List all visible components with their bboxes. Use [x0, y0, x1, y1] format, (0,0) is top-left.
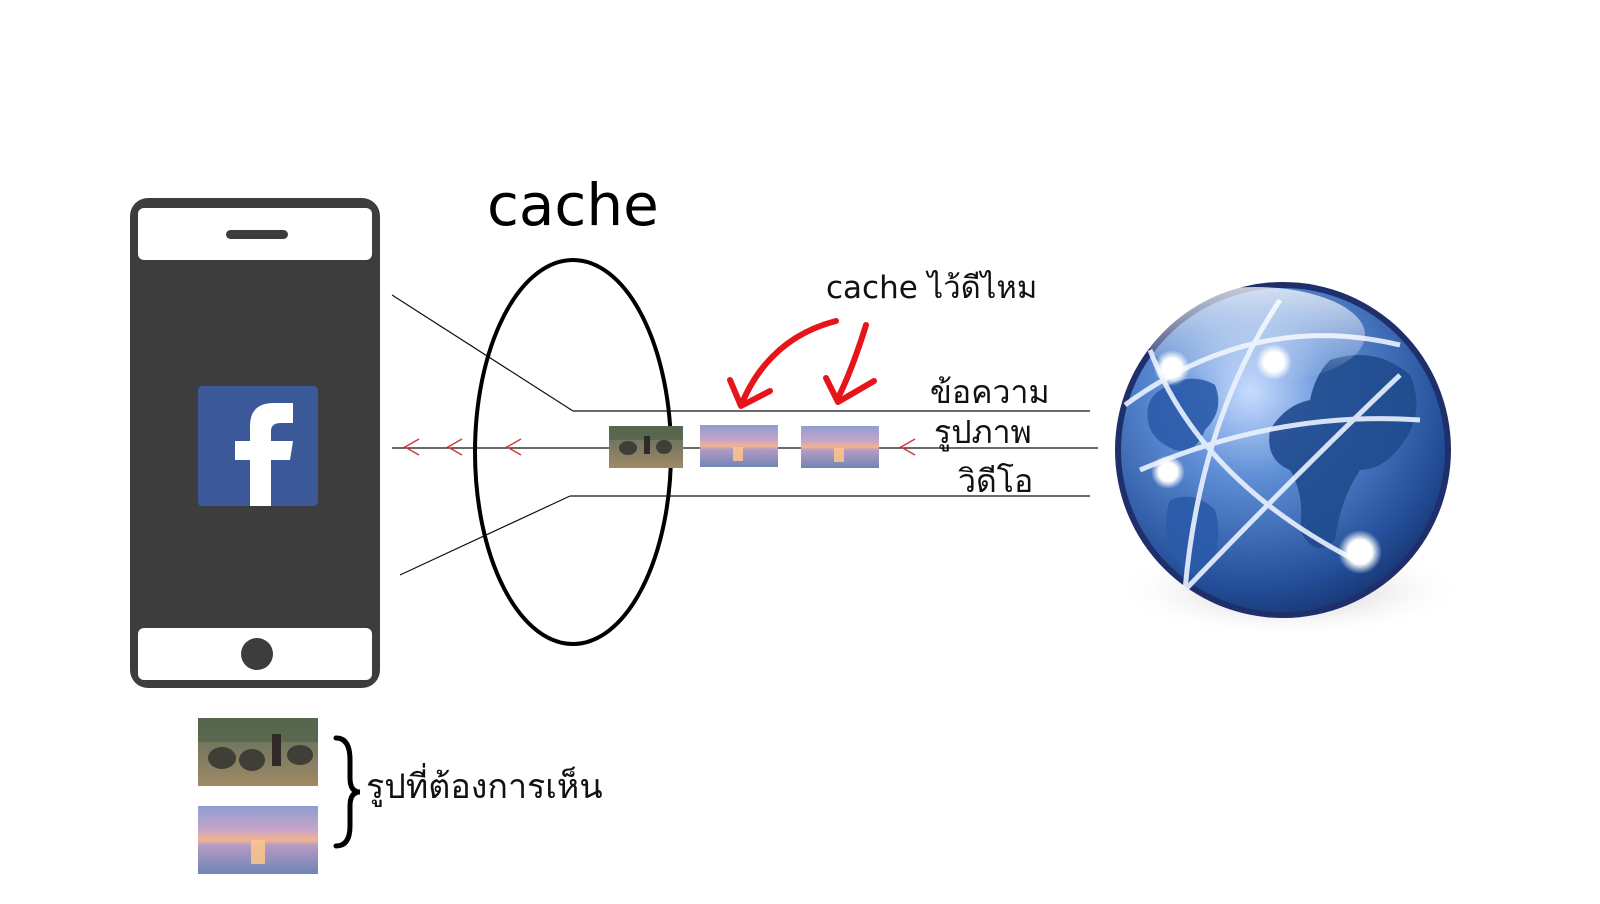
flow-arrow-icon — [505, 438, 522, 456]
sunset-sea-thumbnail — [700, 425, 778, 467]
dinosaur-scene-thumbnail — [198, 718, 318, 786]
flow-arrows — [403, 438, 916, 456]
annotation-arrow-icon — [835, 322, 869, 401]
phone-top-link — [391, 294, 574, 412]
annotation-arrow-icon — [727, 377, 773, 409]
sunset-sea-thumbnail — [801, 426, 879, 468]
sunset-sea-thumbnail — [198, 806, 318, 874]
stream-label-image: รูปภาพ — [934, 413, 1032, 451]
cache-title: cache — [487, 171, 659, 239]
dinosaur-scene-thumbnail — [609, 426, 683, 468]
facebook-icon — [198, 386, 318, 506]
annotation-arrows — [727, 318, 877, 409]
annotation-arrow-icon — [739, 318, 839, 406]
curly-brace — [333, 735, 361, 849]
flow-arrow-icon — [899, 438, 916, 456]
stream-label-video: วิดีโอ — [958, 462, 1034, 500]
flow-arrow-icon — [446, 438, 463, 456]
phone-bottom-link — [399, 495, 571, 576]
stream-label-text: ข้อความ — [930, 373, 1050, 411]
flow-arrow-icon — [403, 438, 420, 456]
desired-images-label: รูปที่ต้องการเห็น — [366, 767, 603, 807]
cache-question-label: cache ไว้ดีไหม — [826, 270, 1038, 306]
globe-icon — [1115, 282, 1465, 638]
annotation-arrow-icon — [823, 375, 877, 405]
